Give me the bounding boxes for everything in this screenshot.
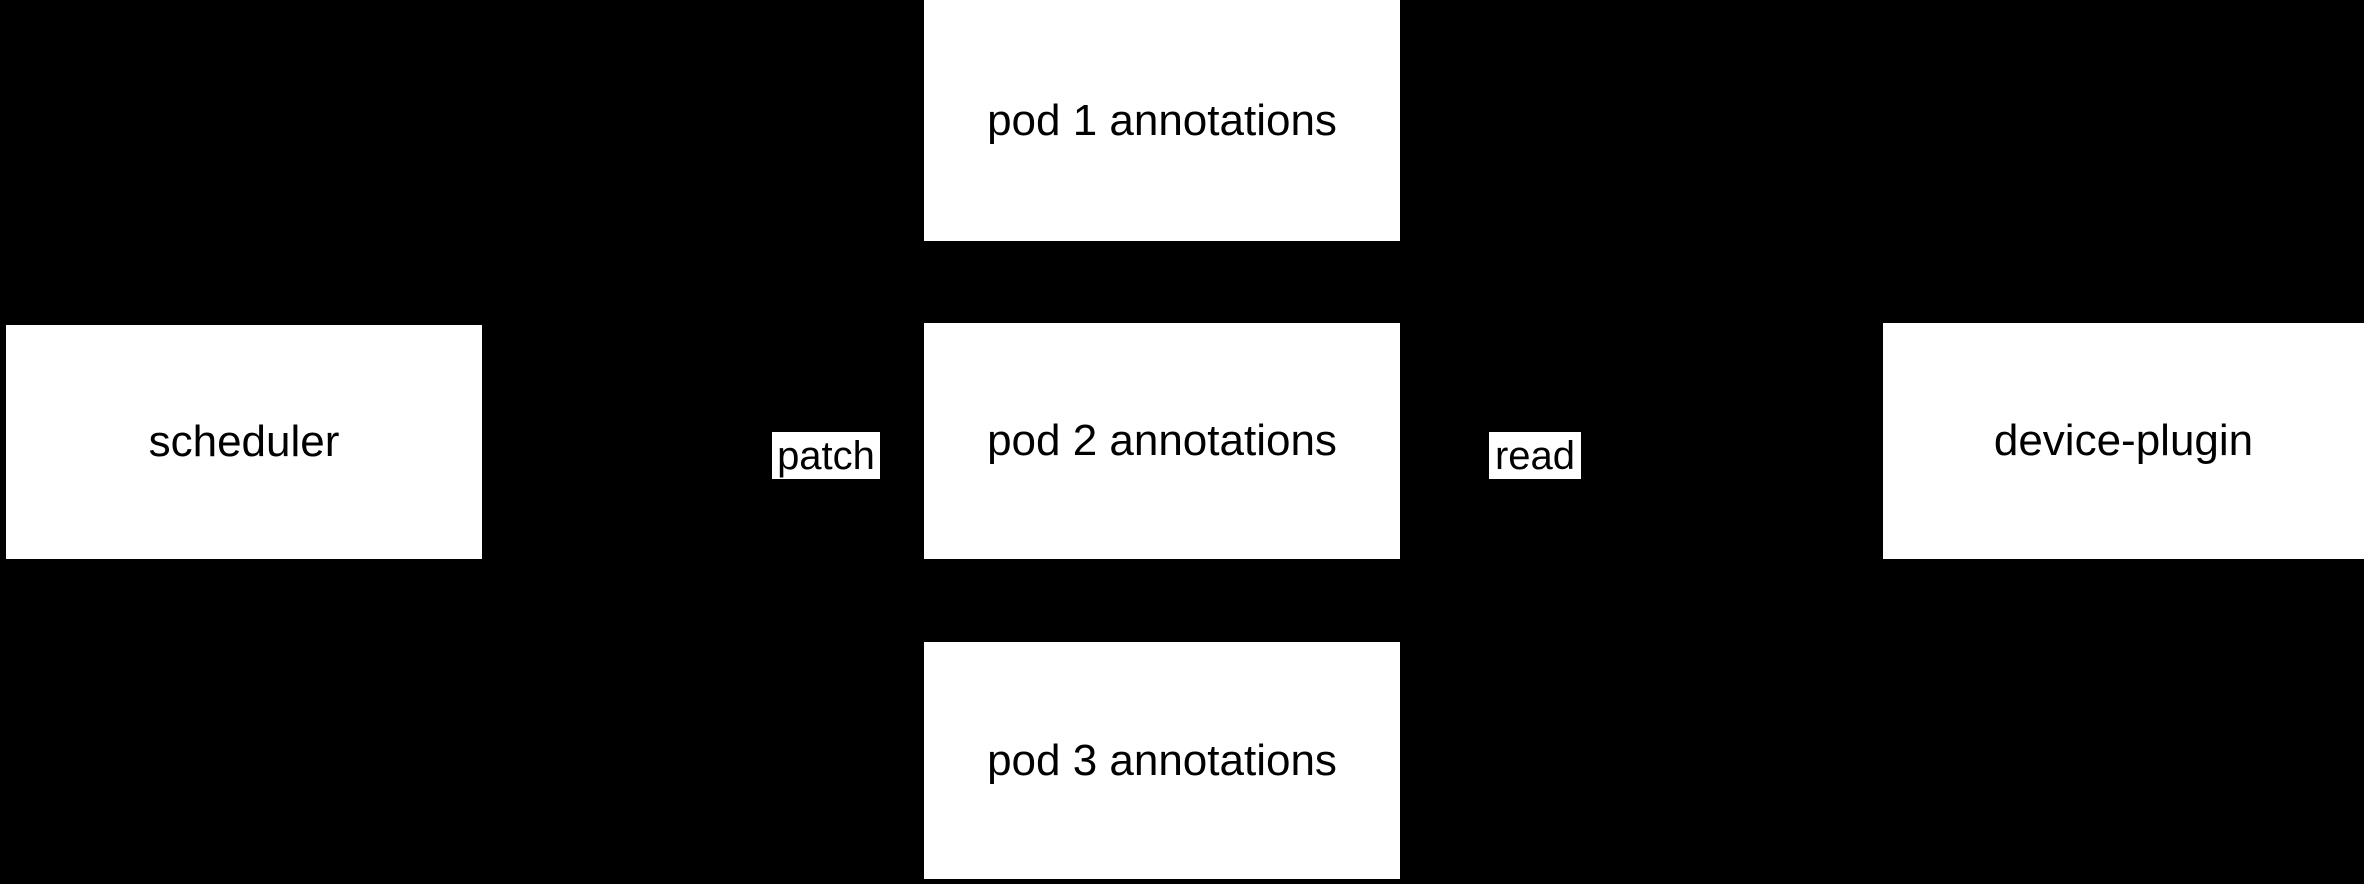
node-pod-1-annotations[interactable]: pod 1 annotations <box>924 0 1400 241</box>
node-pod-2-annotations-label: pod 2 annotations <box>987 416 1337 465</box>
node-device-plugin-label: device-plugin <box>1993 416 2254 465</box>
node-pod-1-annotations-label: pod 1 annotations <box>987 95 1337 145</box>
node-scheduler-label: scheduler <box>148 417 340 466</box>
node-pod-2-annotations[interactable]: pod 2 annotations <box>924 323 1400 559</box>
node-pod-3-annotations[interactable]: pod 3 annotations <box>924 642 1400 879</box>
node-scheduler[interactable]: scheduler <box>6 325 482 559</box>
node-device-plugin[interactable]: device-plugin <box>1883 323 2364 559</box>
edge-label-patch-text: patch <box>777 433 875 478</box>
edge-label-patch: patch <box>772 432 880 479</box>
edge-label-read-text: read <box>1494 433 1576 478</box>
edge-label-read: read <box>1489 432 1581 479</box>
node-pod-3-annotations-label: pod 3 annotations <box>987 735 1337 785</box>
